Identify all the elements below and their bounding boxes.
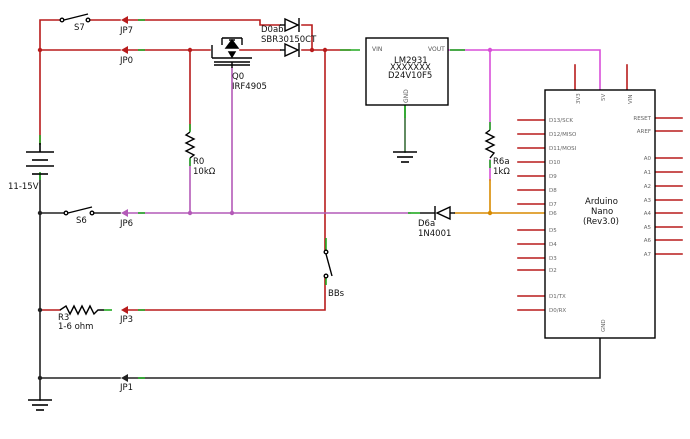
resistor-r0 [184,131,196,159]
diode-d6a-name: D6a [418,219,435,229]
diode-d0ab [280,17,300,58]
junction-dots [37,47,493,381]
switch-s6-label: S6 [76,216,87,226]
ground-symbol-main [28,399,52,411]
gate-net [127,67,411,214]
arduino-pin-a6: A6 [644,238,652,244]
resistor-r3-value: 1-6 ohm [58,322,93,332]
arduino-pin-a3: A3 [644,198,652,204]
resistor-r6a-value: 1kΩ [493,167,510,177]
ground-net [39,174,601,401]
switch-s6 [63,206,95,216]
diode-d0ab-part: SBR30150CT [261,35,317,45]
arduino-pin-a0: A0 [644,156,652,162]
arduino-pin-d13: D13/SCK [549,118,573,124]
arduino-pin-3v3: 3V3 [576,93,582,104]
arduino-pin-d2: D2 [549,268,557,274]
pin-stubs [39,19,491,379]
resistor-r6a [484,129,496,159]
resistor-r6a-name: R6a [493,157,510,167]
arduino-pin-d4: D4 [549,242,557,248]
arduino-nano: Arduino Nano (Rev3.0) 3V3 5V VIN D13/SCK… [544,89,656,339]
arduino-pin-d8: D8 [549,188,557,194]
jumper-jp0: JP0 [119,56,133,66]
arduino-pin-d0: D0/RX [549,308,566,314]
d6-net [454,179,546,214]
arduino-rev: (Rev3.0) [583,217,619,227]
arduino-pin-d10: D10 [549,160,561,166]
arduino-pin-vin: VIN [628,95,634,105]
arduino-pin-d1: D1/TX [549,294,566,300]
arduino-pin-a1: A1 [644,170,651,176]
arduino-pin-d9: D9 [549,174,557,180]
jumper-jp3: JP3 [119,315,133,325]
jumper-jp1: JP1 [119,383,133,393]
arduino-pin-d6: D6 [549,211,557,217]
jumper-markers [121,16,128,382]
jumper-jp6: JP6 [119,219,133,229]
battery [26,143,54,175]
arduino-pin-5v: 5V [601,94,607,101]
arduino-pin-reset: RESET [633,116,651,122]
arduino-pin-aref: AREF [637,129,651,135]
regulator-line3: D24V10F5 [388,71,432,81]
resistor-r3 [59,304,104,316]
regulator-line1: LM2931 [394,56,428,66]
arduino-pin-a2: A2 [644,184,651,190]
mosfet-q0-part: IRF4905 [232,82,267,92]
resistor-r0-value: 10kΩ [193,167,216,177]
regulator-gnd-pin: GND [403,89,410,103]
arduino-pin-a5: A5 [644,225,652,231]
mosfet-q0-name: Q0 [232,72,244,82]
arduino-pin-a4: A4 [644,211,652,217]
mosfet-q0 [211,37,252,68]
switch-s7 [59,13,91,23]
positive-supply-net [39,19,683,311]
resistor-r3-name: R3 [58,313,69,323]
arduino-pin-d11: D11/MOSI [549,146,577,152]
arduino-name: Arduino [585,197,618,207]
arduino-pin-a7: A7 [644,252,652,258]
arduino-pin-d3: D3 [549,256,557,262]
battery-label: 11-15V [8,182,39,192]
switch-bbs-label: BBs [328,289,345,299]
diode-d6a-part: 1N4001 [418,229,451,239]
arduino-model: Nano [591,207,613,217]
regulator-line2: XXXXXXX [390,63,431,73]
jumper-jp7: JP7 [119,26,133,36]
arduino-pin-d7: D7 [549,202,557,208]
arduino-pin-d5: D5 [549,228,557,234]
arduino-pin-gnd: GND [601,319,607,332]
ground-symbol-regulator [393,151,417,163]
switch-s7-label: S7 [74,23,85,33]
diode-d0ab-name: D0ab [261,25,284,35]
regulator-vin-pin: VIN [372,46,382,53]
diode-d6a [420,205,455,221]
resistor-r0-name: R0 [193,157,204,167]
arduino-pin-d12: D12/MISO [549,132,577,138]
voltage-regulator: VIN VOUT GND LM2931 XXXXXXX D24V10F5 [365,37,449,106]
switch-bbs [323,249,333,279]
regulator-vout-pin: VOUT [428,46,445,53]
